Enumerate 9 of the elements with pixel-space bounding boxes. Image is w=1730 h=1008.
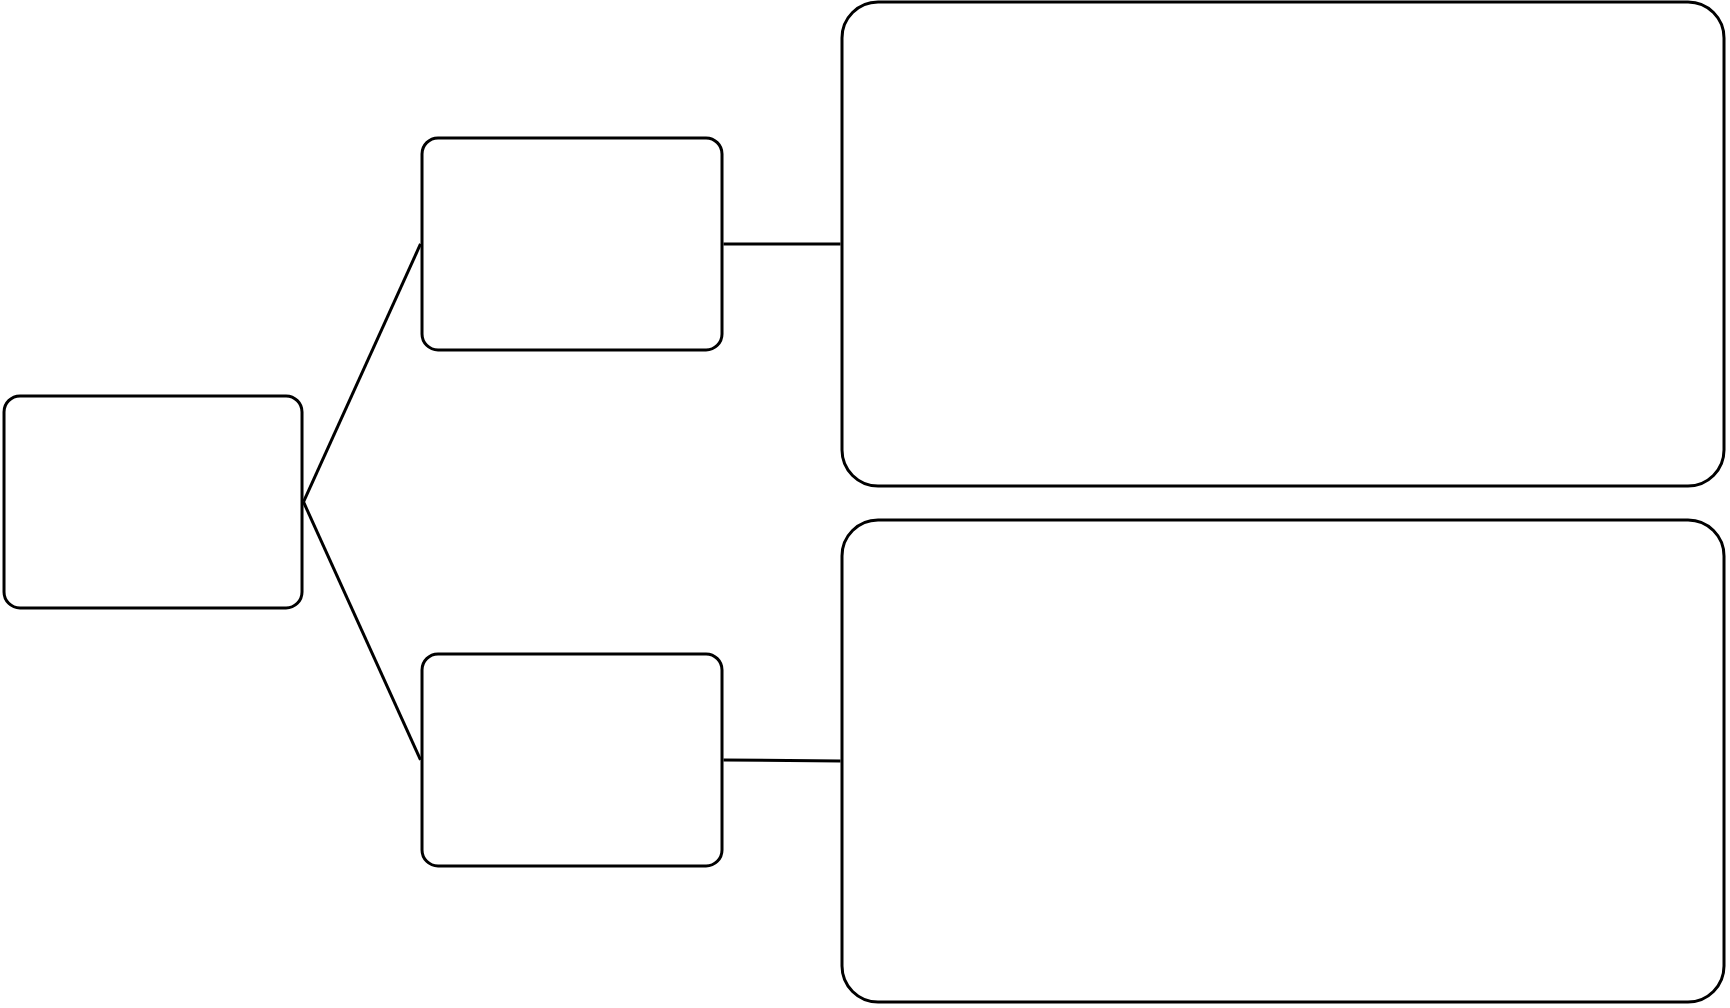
rounded-box (840, 518, 1726, 1004)
connector-line (302, 501, 422, 761)
connector-line (723, 758, 841, 763)
rounded-box (2, 394, 304, 610)
connector-line (723, 242, 841, 246)
rounded-box (420, 652, 724, 868)
rounded-box (420, 136, 724, 352)
connector-line (302, 243, 422, 503)
rounded-box (840, 0, 1726, 488)
